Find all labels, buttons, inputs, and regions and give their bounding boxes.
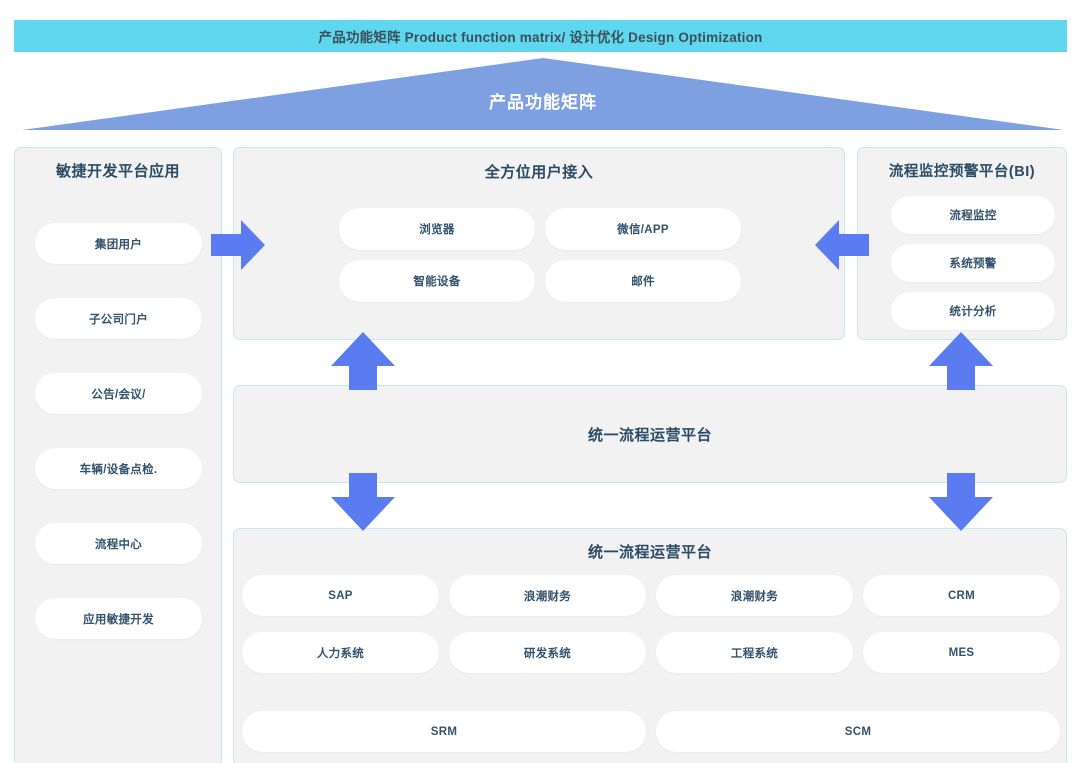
system-item-hr[interactable]: 人力系统 — [242, 632, 439, 673]
system-item-inspur-finance-1[interactable]: 浪潮财务 — [449, 575, 646, 616]
access-panel-title: 全方位用户接入 — [484, 164, 594, 181]
system-item-scm[interactable]: SCM — [656, 711, 1060, 752]
arrow-bi-to-access — [815, 218, 869, 272]
bi-item-statistical-analysis[interactable]: 统计分析 — [891, 292, 1055, 330]
systems-panel-title: 统一流程运营平台 — [587, 544, 712, 561]
systems-grid-secondary: SRM SCM — [242, 711, 1060, 752]
sidebar-item-subsidiary-portal[interactable]: 子公司门户 — [35, 298, 202, 339]
triangle-banner: 产品功能矩阵 — [22, 58, 1064, 130]
unified-ops-platform-panel: 统一流程运营平台 — [233, 385, 1067, 483]
system-item-rnd[interactable]: 研发系统 — [449, 632, 646, 673]
bi-item-process-monitoring[interactable]: 流程监控 — [891, 196, 1055, 234]
access-item-email[interactable]: 邮件 — [545, 260, 741, 302]
arrow-ops-to-access — [331, 332, 395, 390]
unified-ops-platform-title: 统一流程运营平台 — [587, 426, 712, 444]
system-item-inspur-finance-2[interactable]: 浪潮财务 — [656, 575, 853, 616]
arrow-sidebar-to-access — [211, 218, 265, 272]
banner-title: 产品功能矩阵 — [489, 93, 597, 112]
sidebar-panel: 敏捷开发平台应用 集团用户 子公司门户 公告/会议/ 车辆/设备点检. 流程中心… — [14, 147, 222, 763]
header-title: 产品功能矩阵 Product function matrix/ 设计优化 Des… — [318, 30, 763, 45]
header-banner: 产品功能矩阵 Product function matrix/ 设计优化 Des… — [14, 20, 1067, 52]
access-item-grid: 浏览器 微信/APP 智能设备 邮件 — [339, 208, 741, 302]
system-item-engineering[interactable]: 工程系统 — [656, 632, 853, 673]
sidebar-item-vehicle-equipment-check[interactable]: 车辆/设备点检. — [35, 448, 202, 489]
bi-item-system-alert[interactable]: 系统预警 — [891, 244, 1055, 282]
system-item-crm[interactable]: CRM — [863, 575, 1060, 616]
bi-item-list: 流程监控 系统预警 统计分析 — [891, 196, 1055, 340]
sidebar-item-process-center[interactable]: 流程中心 — [35, 523, 202, 564]
systems-panel: 统一流程运营平台 SAP 浪潮财务 浪潮财务 CRM 人力系统 研发系统 工程系… — [233, 528, 1067, 763]
bi-panel-title: 流程监控预警平台(BI) — [888, 164, 1036, 180]
arrow-ops-to-systems-right — [929, 473, 993, 531]
bi-panel: 流程监控预警平台(BI) 流程监控 系统预警 统计分析 — [857, 147, 1067, 340]
access-item-wechat-app[interactable]: 微信/APP — [545, 208, 741, 250]
system-item-sap[interactable]: SAP — [242, 575, 439, 616]
access-panel: 全方位用户接入 浏览器 微信/APP 智能设备 邮件 — [233, 147, 845, 340]
access-item-smart-device[interactable]: 智能设备 — [339, 260, 535, 302]
system-item-srm[interactable]: SRM — [242, 711, 646, 752]
arrow-ops-to-systems-left — [331, 473, 395, 531]
sidebar-item-agile-development[interactable]: 应用敏捷开发 — [35, 598, 202, 639]
sidebar-item-announcement-meeting[interactable]: 公告/会议/ — [35, 373, 202, 414]
sidebar-item-list: 集团用户 子公司门户 公告/会议/ 车辆/设备点检. 流程中心 应用敏捷开发 — [35, 223, 202, 673]
access-item-browser[interactable]: 浏览器 — [339, 208, 535, 250]
systems-grid-primary: SAP 浪潮财务 浪潮财务 CRM 人力系统 研发系统 工程系统 MES — [242, 575, 1060, 673]
arrow-ops-to-bi — [929, 332, 993, 390]
sidebar-title: 敏捷开发平台应用 — [55, 163, 180, 180]
system-item-mes[interactable]: MES — [863, 632, 1060, 673]
sidebar-item-group-user[interactable]: 集团用户 — [35, 223, 202, 264]
